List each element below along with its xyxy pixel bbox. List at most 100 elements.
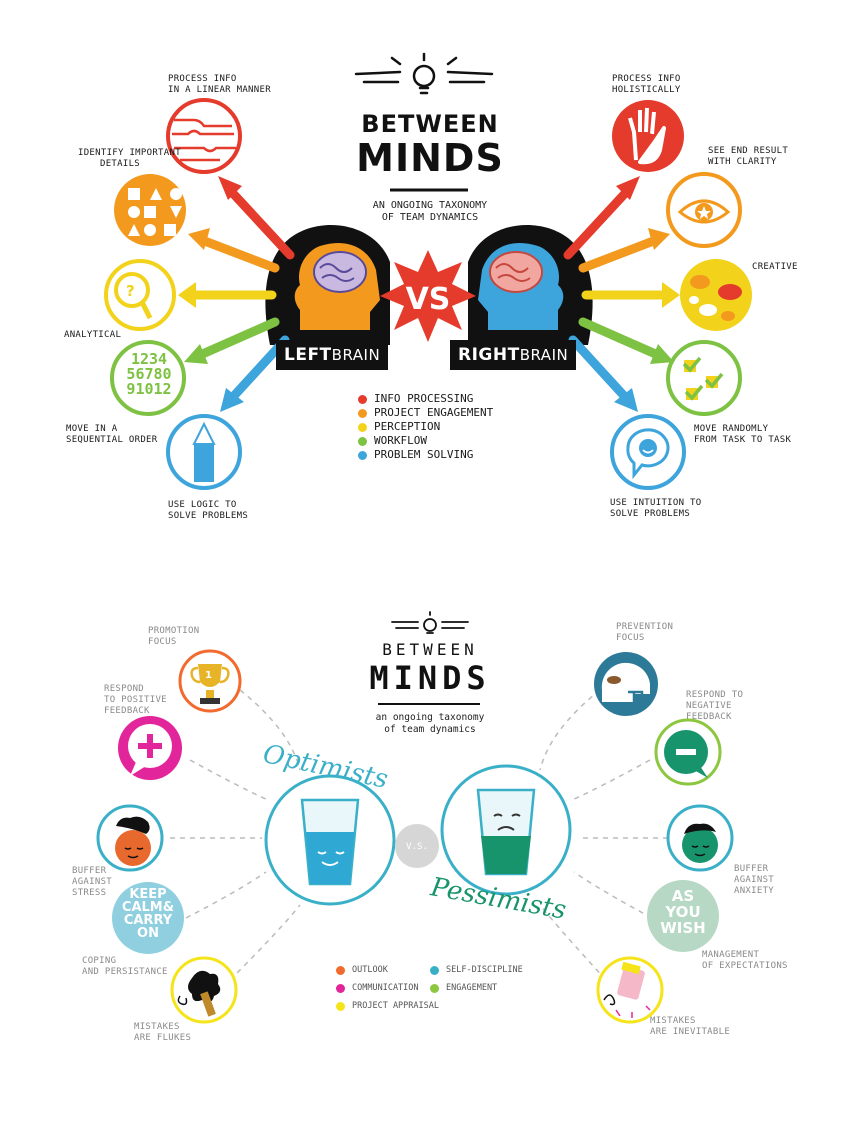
left-label-positive-feedback: RESPOND TO POSITIVE FEEDBACK [104,684,167,717]
linear-lines-icon [166,98,242,174]
left-label-flukes: MISTAKES ARE FLUKES [134,1022,191,1044]
bottom-legend-left: OUTLOOK COMMUNICATION PROJECT APPRAISAL [336,964,439,1018]
bottom-title: BETWEEN MINDS [330,640,530,697]
label-line: SOLVE PROBLEMS [168,511,249,521]
label-line: ARE FLUKES [134,1033,192,1043]
ink-splat-pen-icon [170,956,238,1024]
label-line: WITH CLARITY [708,157,777,167]
label-line: RESPOND [104,684,145,694]
label-line: PROCESS INFO [612,74,681,84]
right-label-negative-feedback: RESPOND TO NEGATIVE FEEDBACK [686,690,743,723]
top-title-line2: MINDS [356,136,504,180]
top-title: BETWEEN MINDS [330,110,530,178]
top-legend: INFO PROCESSING PROJECT ENGAGEMENT PERCE… [358,392,493,462]
legend-item: PROJECT APPRAISAL [336,1000,439,1012]
legend-label: COMMUNICATION [352,983,419,993]
right-label-anxiety: BUFFER AGAINST ANXIETY [734,864,774,897]
legend-dot [430,983,439,993]
label-line: AGAINST [734,875,775,885]
numbers-row: 1234 [130,350,168,368]
pessimist-glass [440,764,572,896]
legend-dot [358,450,367,460]
right-label-prevention: PREVENTION FOCUS [616,622,673,644]
legend-label: SELF-DISCIPLINE [446,965,523,975]
as-you-wish-line: AS [671,887,695,905]
label-line: RESPOND TO [686,690,744,700]
legend-dot [430,965,439,975]
label-line: BUFFER [734,864,769,874]
pencil-icon [166,414,242,490]
label-line: SEQUENTIAL ORDER [66,435,158,445]
label-line: ANALYTICAL [64,330,122,340]
legend-item: PROBLEM SOLVING [358,448,493,462]
left-brain-tag-bold: LEFT [284,345,332,365]
right-brain-tag-bold: RIGHT [458,345,520,365]
label-line: USE LOGIC TO [168,500,237,510]
left-label-analytical: ANALYTICAL [64,330,121,341]
label-line: FEEDBACK [104,706,150,716]
label-line: MOVE IN A [66,424,118,434]
right-brain-tag-rest: BRAIN [519,346,569,364]
legend-label: PROBLEM SOLVING [374,448,474,461]
as-you-wish-line: WISH [660,919,706,937]
right-label-intuition: USE INTUITION TO SOLVE PROBLEMS [610,498,702,520]
hand-heart-icon [612,100,684,172]
shapes-grid-icon [114,174,186,246]
label-line: ANXIETY [734,886,775,896]
label-line: PROCESS INFO [168,74,237,84]
lightbulb-icon [354,52,494,95]
legend-dot [336,983,345,993]
label-line: IN A LINEAR MANNER [168,85,271,95]
calm-face-icon [96,804,164,872]
keep-calm-line: CALM& [121,900,175,915]
legend-label: WORKFLOW [374,434,427,447]
legend-item: OUTLOOK [336,964,439,976]
label-line: MISTAKES [134,1022,180,1032]
legend-dot [358,436,367,446]
vs-starburst [380,250,476,342]
legend-label: PROJECT ENGAGEMENT [374,406,494,419]
label-line: DETAILS [100,159,141,169]
top-title-line1: BETWEEN [361,110,499,138]
label-line: AND PERSISTANCE [82,967,168,977]
legend-item: ENGAGEMENT [430,982,523,994]
numbers-row: 56780 [126,365,172,383]
numbers-row: 91012 [126,380,172,398]
label-line: PREVENTION [616,622,674,632]
question-icon: ? [104,259,176,331]
top-subtitle: AN ONGOING TAXONOMY OF TEAM DYNAMICS [340,200,520,224]
label-line: BUFFER [72,866,107,876]
left-brain-tag: LEFTBRAIN [276,340,389,370]
keep-calm-line: CARRY [123,913,173,928]
label-line: CREATIVE [752,262,798,272]
right-head-illustration [468,224,593,345]
right-label-holistic: PROCESS INFO HOLISTICALLY [612,74,681,96]
as-you-wish-line: YOU [665,903,701,921]
left-label-logic: USE LOGIC TO SOLVE PROBLEMS [168,500,248,522]
vs-label: VS [405,282,451,317]
vs-circle [395,824,439,868]
label-line: IDENTIFY IMPORTANT [78,148,181,158]
plus-speech-icon [118,716,182,780]
right-label-inevitable: MISTAKES ARE INEVITABLE [650,1016,730,1038]
trophy-icon: 1 [178,649,242,713]
as-you-wish-badge [647,880,719,952]
legend-label: INFO PROCESSING [374,392,474,405]
label-line: AGAINST [72,877,113,887]
label-line: OF EXPECTATIONS [702,961,788,971]
left-head-illustration [265,224,390,345]
label-line: FROM TASK TO TASK [694,435,792,445]
label-line: NEGATIVE [686,701,732,711]
bottom-subtitle-line2: of team dynamics [384,724,476,735]
label-line: STRESS [72,888,107,898]
keep-calm-line: ON [137,926,159,941]
label-line: FEEDBACK [686,712,732,722]
label-line: MISTAKES [650,1016,696,1026]
right-label-end-result: SEE END RESULT WITH CLARITY [708,146,788,168]
label-line: HOLISTICALLY [612,85,681,95]
label-line: FOCUS [148,637,177,647]
legend-item: SELF-DISCIPLINE [430,964,523,976]
legend-label: OUTLOOK [352,965,388,975]
